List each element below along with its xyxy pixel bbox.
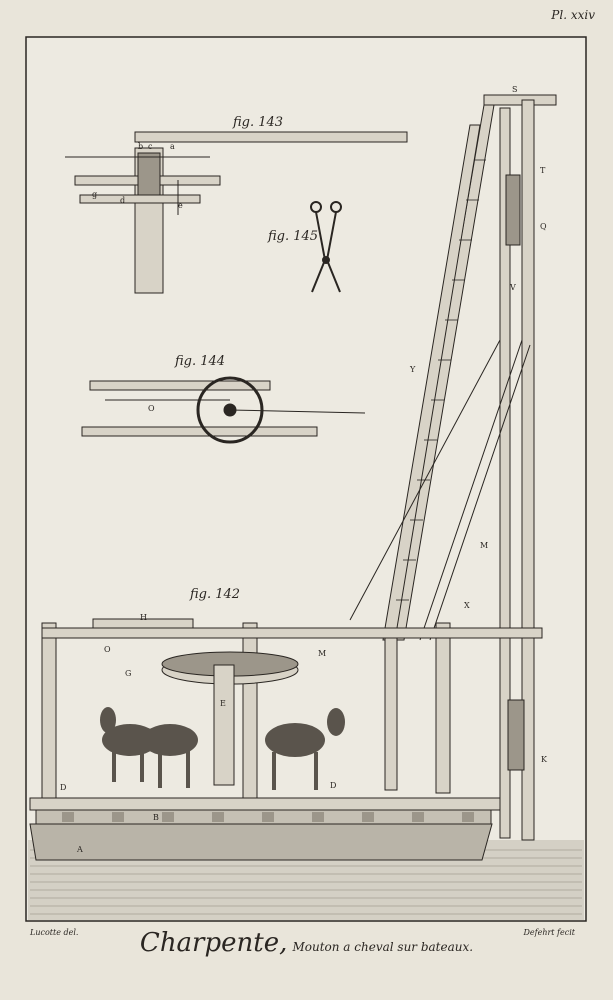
credit-draftsman: Lucotte del. — [30, 928, 79, 937]
label-S: S — [512, 85, 517, 94]
plate-title: Charpente, Mouton a cheval sur bateaux. — [0, 928, 613, 958]
label-a: a — [170, 142, 175, 151]
pile-driver-tower — [349, 94, 557, 841]
label-d: d — [120, 196, 125, 205]
fig-144-label: fig. 144 — [174, 354, 225, 369]
fig-145-label: fig. 145 — [267, 229, 318, 244]
label-G: G — [125, 669, 131, 678]
label-g: g — [92, 190, 97, 199]
title-sub: Mouton a cheval sur bateaux. — [292, 940, 474, 954]
tower-ladder-rungs — [396, 159, 486, 601]
label-D-right: D — [330, 781, 336, 790]
horses — [100, 707, 345, 790]
fig-143-drawing — [65, 131, 408, 294]
fig-143-label: fig. 143 — [232, 115, 283, 130]
label-E: E — [220, 699, 226, 708]
credit-engraver: Defehrt fecit — [523, 928, 575, 937]
plate-number: Pl. xxiv — [551, 8, 595, 22]
label-b: b — [138, 142, 143, 151]
fig-144-drawing — [81, 376, 366, 444]
boat-planks — [62, 812, 474, 822]
label-e: e — [178, 201, 183, 210]
title-main: Charpente, — [139, 928, 288, 958]
fig-145-tongs — [310, 201, 342, 293]
label-T: T — [540, 166, 546, 175]
label-M-deck: M — [318, 649, 326, 658]
label-c: c — [148, 142, 153, 151]
label-M-tower: M — [480, 541, 488, 550]
label-A: A — [76, 845, 83, 854]
label-K: K — [541, 755, 548, 764]
capstan-wheel — [161, 651, 299, 786]
label-H: H — [140, 613, 147, 622]
label-Q: Q — [540, 222, 547, 231]
label-O-fig144: O — [148, 404, 155, 413]
label-O-fig142: O — [104, 645, 111, 654]
label-D-left: D — [60, 783, 66, 792]
label-X: X — [464, 601, 470, 610]
fig-142-label: fig. 142 — [189, 587, 240, 602]
label-V: V — [509, 283, 516, 292]
label-B: B — [153, 813, 159, 822]
label-Y: Y — [409, 365, 416, 374]
